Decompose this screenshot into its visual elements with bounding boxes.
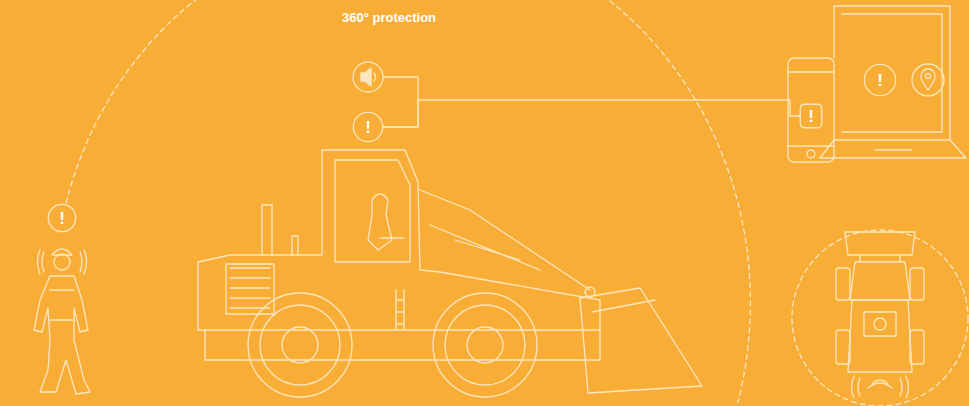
- wheel-loader-part: [248, 293, 352, 397]
- wheel-loader-part: [445, 305, 525, 385]
- top-view-loader-part: [850, 262, 910, 300]
- alert-mark: !: [808, 108, 814, 125]
- wheel-loader-part: [198, 150, 600, 330]
- smartphone-part: [788, 58, 834, 162]
- smartphone: [788, 58, 834, 162]
- node-shape: [800, 104, 822, 128]
- laptop: [820, 6, 966, 158]
- wheel-loader-part: [396, 290, 404, 330]
- laptop-part: [912, 64, 944, 96]
- smartphone-part: [788, 72, 834, 146]
- top-view-loader: [792, 230, 968, 406]
- wheel-loader-part: [205, 330, 600, 360]
- alarm-speaker-part: [361, 68, 371, 86]
- laptop-part: [921, 69, 935, 90]
- worker-figure-part: [50, 290, 74, 320]
- wheel-loader-part: [580, 288, 702, 393]
- alarm-speaker-part: [374, 73, 376, 81]
- wheel-loader-part: [260, 305, 340, 385]
- alert-square: !: [800, 104, 822, 128]
- worker-figure-part: [54, 254, 70, 270]
- wheel-loader-part: [433, 293, 537, 397]
- wheel-loader-part: [282, 327, 318, 363]
- top-view-loader-part: [836, 268, 850, 300]
- alarm-speaker-part: [383, 77, 418, 127]
- top-view-loader-part: [860, 255, 900, 262]
- wheel-loader-part: [592, 300, 655, 312]
- alarm-speaker: [353, 62, 418, 127]
- laptop-part: [834, 6, 950, 140]
- laptop-part: [820, 140, 966, 158]
- wheel-loader: [198, 150, 702, 397]
- node-shape: [48, 204, 75, 231]
- top-view-loader-part: [792, 230, 968, 406]
- worker-figure-part: [38, 250, 87, 274]
- alert-mark: !: [877, 72, 883, 89]
- laptop-part: [875, 149, 912, 150]
- alert-mark: !: [365, 119, 371, 136]
- top-view-loader-part: [874, 318, 886, 330]
- top-view-loader-part: [848, 300, 912, 372]
- laptop-part: [926, 74, 931, 79]
- signal-link: [383, 100, 800, 127]
- wheel-loader-part: [262, 205, 272, 255]
- top-view-loader-part: [910, 268, 924, 300]
- top-view-loader-part: [852, 376, 909, 398]
- alert-circle: !: [864, 64, 896, 96]
- alarm-speaker-part: [353, 62, 383, 92]
- worker-figure: [34, 249, 90, 394]
- wheel-loader-part: [420, 190, 590, 290]
- alert-mark: !: [59, 210, 65, 227]
- wheel-loader-part: [368, 194, 392, 250]
- alert-circle: !: [48, 204, 76, 232]
- worker-figure-part: [34, 276, 90, 394]
- wheel-loader-part: [380, 237, 404, 238]
- top-view-loader-part: [864, 312, 896, 336]
- smartphone-part: [807, 150, 815, 158]
- node-shape: [353, 112, 382, 141]
- wheel-loader-part: [335, 160, 410, 262]
- top-view-loader-part: [836, 330, 850, 364]
- wheel-loader-part: [467, 327, 503, 363]
- node-shape: [864, 64, 895, 95]
- top-view-loader-part: [910, 330, 924, 364]
- wheel-loader-part: [292, 236, 298, 255]
- top-view-loader-part: [845, 232, 915, 255]
- heading-label: 360° protection: [342, 10, 436, 25]
- alert-circle: !: [353, 112, 383, 142]
- wheel-loader-part: [226, 264, 274, 314]
- top-view-loader-part: [868, 380, 892, 388]
- coverage-arc: [66, 0, 750, 402]
- wheel-loader-part: [230, 268, 270, 308]
- laptop-part: [842, 14, 942, 132]
